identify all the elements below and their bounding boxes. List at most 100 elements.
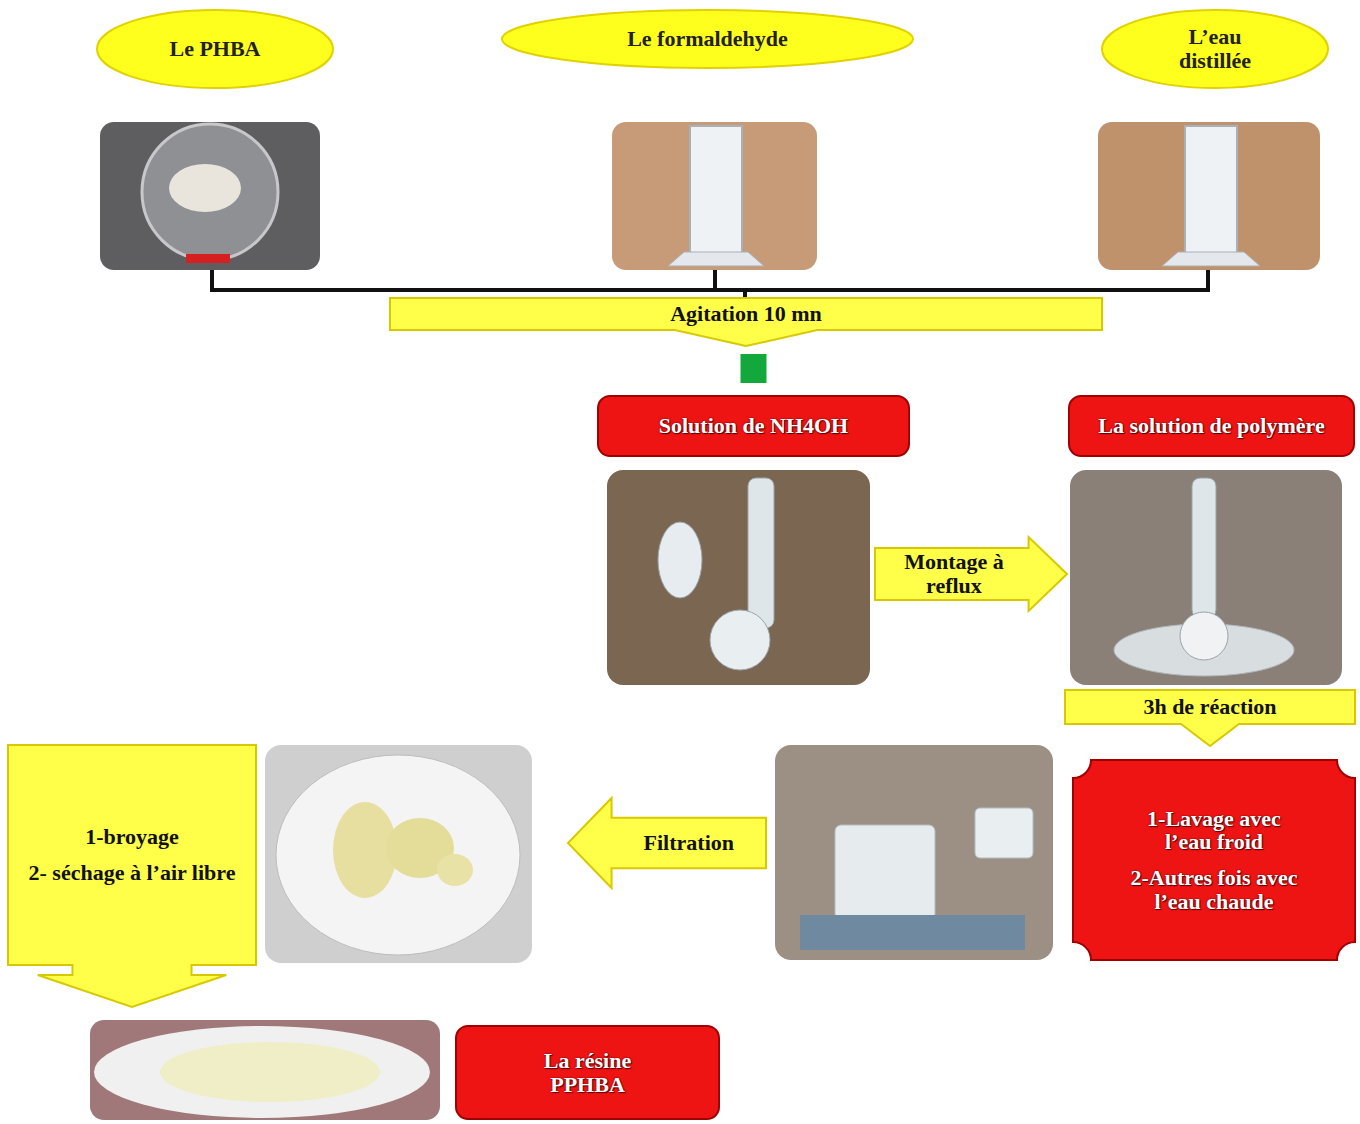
node-text: La solution de polymère xyxy=(1098,414,1324,438)
shape-outline xyxy=(1065,690,1355,746)
node-content: Montage à reflux xyxy=(881,548,1027,600)
text-group: Filtration xyxy=(644,831,734,855)
text-group: Le formaldehyde xyxy=(627,27,788,51)
photo-frame xyxy=(1070,470,1342,685)
photo-reflux-setup xyxy=(607,470,870,685)
cylinder-base xyxy=(1162,252,1260,266)
photo-frame xyxy=(612,122,817,270)
text-group: 1-Lavage avec l’eau froid 2-Autres fois a… xyxy=(1129,807,1299,914)
node-text: 3h de réaction xyxy=(1143,695,1276,719)
ingredient-ellipse: Le PHBA xyxy=(95,8,335,90)
text-group: Agitation 10 mn xyxy=(670,302,822,326)
text-group: Solution de NH4OH xyxy=(659,414,848,438)
photo-frame xyxy=(775,745,1053,960)
shape-outline xyxy=(8,745,256,1007)
photo-frame xyxy=(1098,122,1320,270)
shape-outline xyxy=(568,798,766,888)
text-group: La résine PPHBA xyxy=(523,1049,653,1097)
step-band: Agitation 10 mn xyxy=(390,298,1102,346)
dish xyxy=(142,124,278,260)
node-content: Le formaldehyde xyxy=(550,14,865,64)
node-content: La résine PPHBA xyxy=(463,1031,712,1114)
node-content: Le PHBA xyxy=(124,16,306,82)
flask xyxy=(710,610,770,670)
text-group: 1-broyage 2- séchage à l’air libre xyxy=(29,825,236,885)
ingredient-ellipse: L’eau distillée xyxy=(1100,8,1330,90)
photo-frame xyxy=(100,122,320,270)
cylinder xyxy=(1185,126,1237,254)
photo-filtered-resin xyxy=(265,745,532,963)
step-band: 3h de réaction xyxy=(1065,690,1355,746)
photo-frame xyxy=(607,470,870,685)
node-content: 1-broyage 2- séchage à l’air libre xyxy=(18,755,246,955)
step-box: La solution de polymère xyxy=(1068,395,1355,457)
text-group: Le PHBA xyxy=(169,37,260,61)
photo-resin-powder xyxy=(90,1020,440,1120)
merge-line xyxy=(212,270,1208,290)
green-connector xyxy=(741,354,767,383)
node-text: La résine PPHBA xyxy=(523,1049,653,1097)
powder xyxy=(169,164,241,212)
step-box: 1-broyage 2- séchage à l’air libre xyxy=(8,745,256,1007)
photo-frame xyxy=(90,1020,440,1120)
text-group: L’eau distillée xyxy=(1150,25,1280,73)
node-text: 1-broyage xyxy=(85,825,179,849)
beaker xyxy=(975,808,1033,858)
step-arrow: Montage à reflux xyxy=(875,537,1067,611)
text-group: La solution de polymère xyxy=(1098,414,1324,438)
ellipse-outline xyxy=(1102,10,1328,88)
funnel xyxy=(658,522,702,598)
flask xyxy=(1180,612,1228,660)
node-text: 1-Lavage avec l’eau froid xyxy=(1129,807,1299,855)
node-text: L’eau distillée xyxy=(1150,25,1280,73)
condenser xyxy=(1192,478,1216,618)
cylinder-base xyxy=(668,252,764,266)
powder xyxy=(160,1042,380,1102)
photo-frame xyxy=(265,745,532,963)
ellipse-outline xyxy=(502,10,913,68)
ingredient-ellipse: Le formaldehyde xyxy=(500,8,915,70)
box-outline xyxy=(1069,396,1354,456)
node-text: Solution de NH4OH xyxy=(659,414,848,438)
photo-water xyxy=(1098,122,1320,270)
condenser xyxy=(748,478,774,628)
shape-outline xyxy=(1073,760,1355,960)
photo-phba xyxy=(100,122,320,270)
step-box: 1-Lavage avec l’eau froid 2-Autres fois a… xyxy=(1073,760,1355,960)
node-outline xyxy=(1073,760,1355,960)
resin-lump xyxy=(437,854,473,886)
result-box: La résine PPHBA xyxy=(455,1025,720,1120)
node-content: 3h de réaction xyxy=(1073,690,1347,724)
photo-polymer-solution xyxy=(1070,470,1342,685)
shape-outline xyxy=(390,298,1102,346)
joining-lines xyxy=(212,270,1208,300)
node-text: Le formaldehyde xyxy=(627,27,788,51)
box-outline xyxy=(598,396,909,456)
scale-display xyxy=(186,254,230,263)
node-content: L’eau distillée xyxy=(1128,16,1303,82)
node-text: 2-Autres fois avec l’eau chaude xyxy=(1129,866,1299,914)
node-text: Montage à reflux xyxy=(889,550,1019,598)
text-group: Montage à reflux xyxy=(889,550,1019,598)
node-content: La solution de polymère xyxy=(1076,401,1347,451)
photo-washing xyxy=(775,745,1053,960)
photo-formaldehyde xyxy=(612,122,817,270)
ellipse-outline xyxy=(97,10,333,88)
filter-paper xyxy=(276,755,520,955)
merge-line xyxy=(713,270,717,290)
node-content: Solution de NH4OH xyxy=(605,401,902,451)
box-outline xyxy=(456,1026,719,1119)
node-text: Le PHBA xyxy=(169,37,260,61)
step-box: Solution de NH4OH xyxy=(597,395,910,457)
node-content: 1-Lavage avec l’eau froid 2-Autres fois a… xyxy=(1091,774,1337,946)
stirrer xyxy=(800,915,1025,950)
cylinder xyxy=(690,126,742,254)
beaker xyxy=(835,825,935,920)
step-arrow: Filtration xyxy=(568,798,766,888)
node-content: Filtration xyxy=(616,818,763,868)
text-group: 3h de réaction xyxy=(1143,695,1276,719)
dish xyxy=(94,1026,430,1118)
node-text: 2- séchage à l’air libre xyxy=(29,861,236,885)
